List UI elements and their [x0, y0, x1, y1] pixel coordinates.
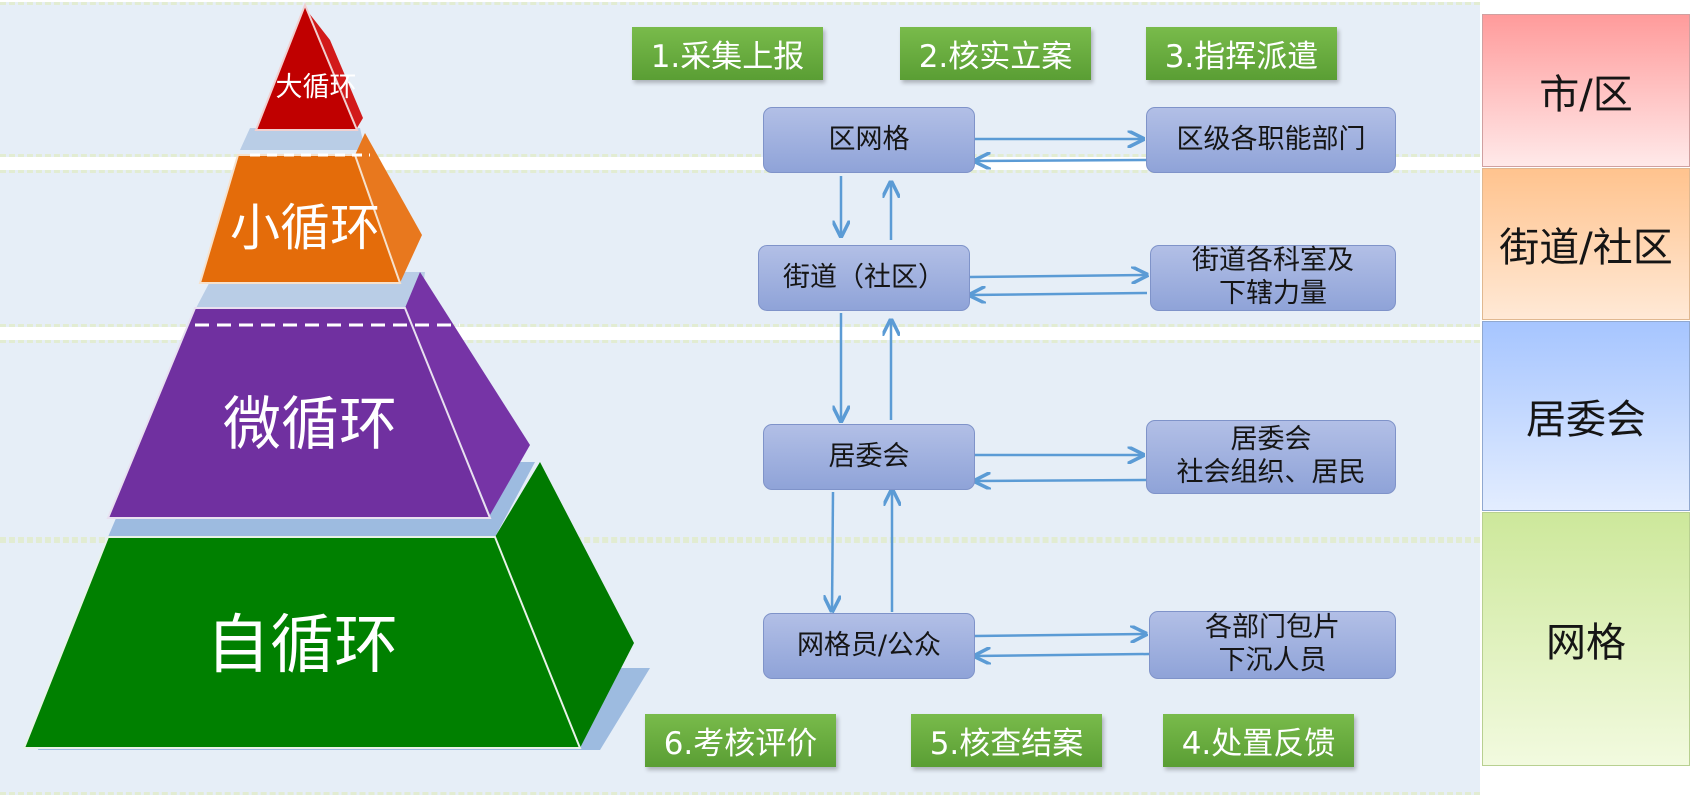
step-command-dispatch: 3.指挥派遣 [1146, 27, 1337, 80]
node-district-grid: 区网格 [763, 107, 975, 173]
arrow-staff-to-grid [975, 654, 1150, 656]
level-residents-committee: 居委会 [1482, 321, 1690, 511]
tier-small-side [355, 133, 422, 283]
step-verify-register: 2.核实立案 [900, 27, 1091, 80]
step-handle-feedback: 4.处置反馈 [1163, 714, 1354, 767]
step-check-close: 5.核查结案 [911, 714, 1102, 767]
node-committee-partners: 居委会 社会组织、居民 [1146, 420, 1396, 494]
node-dept-staff-line2: 下沉人员 [1218, 645, 1327, 676]
tier-big-front [254, 2, 359, 131]
node-committee-partners-line1: 居委会 [1230, 424, 1312, 456]
pyramid: 大循环 小循环 微循环 自循环 [22, 2, 650, 750]
tier-self-side [495, 462, 634, 748]
arrow-grid-to-staff [974, 634, 1146, 636]
label-big-loop: 大循环 [276, 72, 357, 103]
node-gridman-public: 网格员/公众 [763, 613, 975, 679]
pyramid-shadow-top [240, 128, 365, 150]
tier-micro-side [405, 272, 530, 515]
arrow-dept-to-district [975, 160, 1147, 161]
node-street-offices: 街道各科室及 下辖力量 [1150, 245, 1396, 311]
node-district-departments: 区级各职能部门 [1146, 107, 1396, 173]
label-small-loop: 小循环 [230, 199, 380, 257]
level-street-community: 街道/社区 [1482, 168, 1690, 320]
step-assess-evaluate: 6.考核评价 [645, 714, 836, 767]
step-collect-report: 1.采集上报 [632, 27, 823, 80]
arrow-street-to-offices [969, 275, 1147, 277]
label-micro-loop: 微循环 [223, 390, 397, 458]
node-committee-partners-line2: 社会组织、居民 [1176, 457, 1366, 488]
tier-micro-front [106, 307, 492, 519]
level-city-district: 市/区 [1482, 14, 1690, 167]
arrow-committee-down [832, 491, 833, 611]
arrow-partners-to-committee [975, 480, 1147, 481]
arrow-offices-to-street [970, 293, 1148, 295]
node-dept-staff-line1: 各部门包片 [1205, 612, 1340, 644]
tier-self-front [22, 536, 582, 749]
node-dept-staff: 各部门包片 下沉人员 [1149, 611, 1396, 679]
node-street-community: 街道（社区） [758, 245, 970, 311]
flow-arrows [0, 0, 1150, 798]
node-street-offices-line2: 下辖力量 [1219, 278, 1327, 309]
level-grid: 网格 [1482, 512, 1690, 766]
node-residents-committee: 居委会 [763, 424, 975, 490]
node-street-offices-line1: 街道各科室及 [1192, 245, 1354, 277]
label-self-loop: 自循环 [206, 609, 398, 683]
